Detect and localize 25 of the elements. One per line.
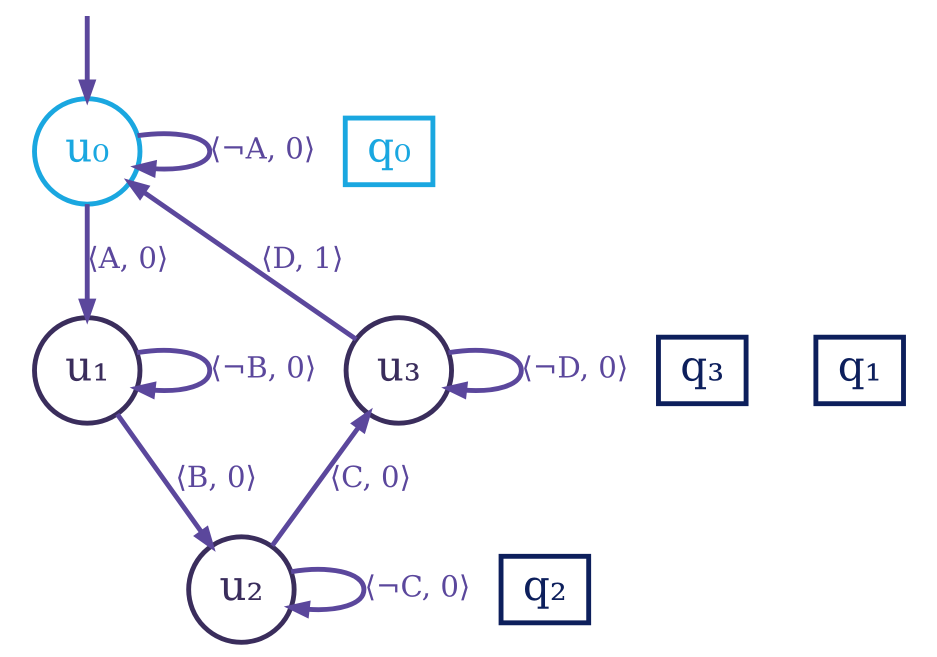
edge-label: ⟨¬D, 0⟩ [521, 350, 628, 385]
edge-label: ⟨D, 1⟩ [260, 241, 343, 276]
node-circle: u₃ [343, 315, 454, 426]
arrow [130, 131, 212, 178]
arrow [270, 408, 372, 548]
edge-label: ⟨¬A, 0⟩ [209, 132, 315, 166]
edge-label: ⟨C, 0⟩ [329, 460, 411, 494]
arrow [78, 204, 96, 325]
node-circle: u₁ [32, 315, 142, 426]
arrow [123, 178, 358, 342]
node-box: q₃ [656, 334, 748, 406]
edge-label: ⟨A, 0⟩ [86, 241, 168, 276]
edge-label: ⟨¬C, 0⟩ [364, 570, 470, 604]
edge-label: ⟨B, 0⟩ [175, 460, 256, 494]
node-box: q₂ [498, 554, 591, 626]
node-box: q₀ [342, 116, 435, 188]
arrow [283, 567, 366, 619]
edge-label: ⟨¬B, 0⟩ [210, 350, 316, 385]
arrow [440, 348, 524, 400]
arrow [114, 412, 216, 552]
arrow [78, 16, 96, 106]
node-circle: u₂ [186, 534, 296, 645]
node-box: q₁ [812, 334, 906, 406]
arrow [129, 348, 212, 400]
node-circle: u₀ [32, 96, 142, 207]
